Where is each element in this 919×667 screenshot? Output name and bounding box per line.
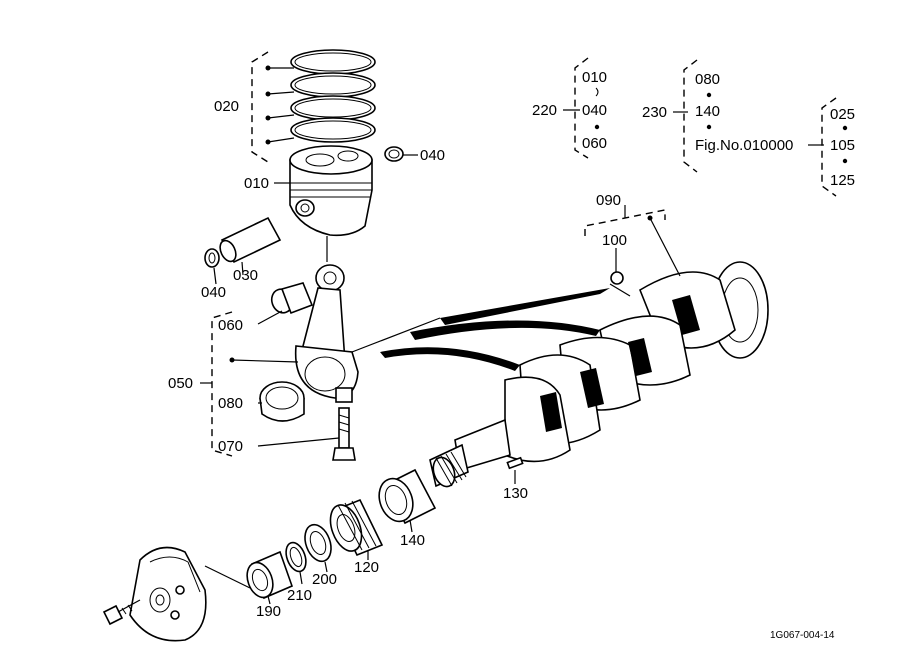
label-080: 080 <box>218 395 243 412</box>
group-230-label: 230 <box>642 104 667 121</box>
label-120: 120 <box>354 559 379 576</box>
piston-rings <box>290 49 376 143</box>
label-010: 010 <box>244 175 269 192</box>
group-230-item-2: 140 <box>695 103 720 120</box>
label-050: 050 <box>168 375 193 392</box>
group-220-item-2: 040 <box>582 102 607 119</box>
crankshaft <box>429 261 769 488</box>
label-130: 130 <box>503 485 528 502</box>
o-ring-210 <box>285 541 307 585</box>
leader-arrows <box>351 288 610 371</box>
label-190: 190 <box>256 603 281 620</box>
connecting-rod <box>294 264 359 403</box>
front-bearing <box>378 468 437 533</box>
rod-group-bracket <box>211 311 299 457</box>
group-230-item-3: Fig.No.010000 <box>695 137 793 154</box>
group-fig: 025 105 125 <box>821 97 855 197</box>
label-210: 210 <box>287 587 312 604</box>
label-020: 020 <box>214 98 239 115</box>
ring-group-bracket <box>251 51 295 163</box>
drawing-id: 1G067-004-14 <box>770 630 835 641</box>
group-fig-item-2: 105 <box>830 137 855 154</box>
group-230: 230 080 140 Fig.No.010000 <box>642 59 824 173</box>
small-end-bushing <box>257 282 314 325</box>
label-070: 070 <box>218 438 243 455</box>
group-fig-item-3: 125 <box>830 172 855 189</box>
crankshaft-group-bracket <box>584 205 681 277</box>
label-090: 090 <box>596 192 621 209</box>
label-140: 140 <box>400 532 425 549</box>
group-230-item-1: 080 <box>695 71 720 88</box>
label-060: 060 <box>218 317 243 334</box>
collar-200 <box>304 523 332 573</box>
label-040-right: 040 <box>420 147 445 164</box>
label-100: 100 <box>602 232 627 249</box>
key-130 <box>506 456 524 484</box>
crankshaft-gear <box>329 498 384 560</box>
group-fig-item-1: 025 <box>830 106 855 123</box>
group-220: 220 010 040 060 <box>532 57 607 159</box>
case-cover <box>102 546 251 642</box>
oil-seal-190 <box>246 550 294 605</box>
label-030: 030 <box>233 267 258 284</box>
snap-ring-left <box>204 248 220 285</box>
plug-100 <box>609 248 631 297</box>
crankpin-bearing <box>258 381 305 422</box>
snap-ring-right <box>384 146 418 162</box>
group-220-label: 220 <box>532 102 557 119</box>
group-220-item-1: 010 <box>582 69 607 86</box>
label-040-left: 040 <box>201 284 226 301</box>
group-220-item-3: 060 <box>582 135 607 152</box>
piston <box>289 145 373 237</box>
label-200: 200 <box>312 571 337 588</box>
piston-pin <box>219 216 282 276</box>
connecting-rod-bolt <box>257 407 356 461</box>
